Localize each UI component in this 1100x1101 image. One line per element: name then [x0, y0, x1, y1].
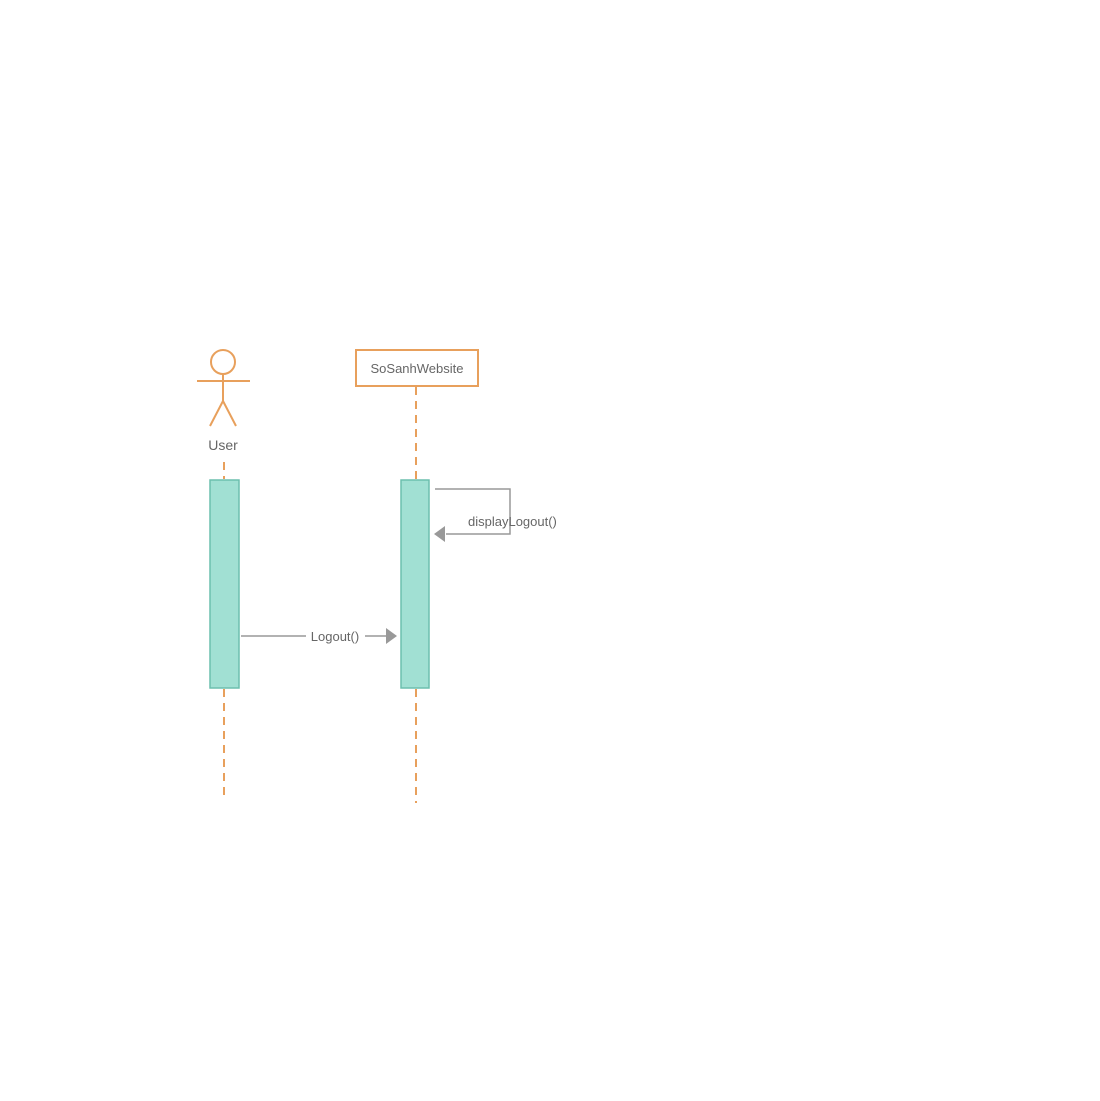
arrowhead-icon [434, 526, 445, 542]
arrowhead-icon [386, 628, 397, 644]
self-message-arrow [435, 488, 511, 535]
actor-user: User [197, 349, 250, 453]
activation-bar-sosanhwebsite [400, 479, 430, 689]
participant-sosanhwebsite: SoSanhWebsite [355, 349, 479, 387]
participant-box [355, 349, 479, 387]
message-logout-label: Logout() [311, 629, 359, 644]
participant-sosanhwebsite-label: SoSanhWebsite [371, 361, 464, 376]
actor-user-label: User [208, 437, 238, 453]
message-displaylogout-label: displayLogout() [468, 514, 557, 529]
activation-bar-user [209, 479, 240, 689]
stick-figure-icon [197, 349, 250, 427]
message-logout: Logout() [241, 628, 397, 644]
message-displaylogout: displayLogout() [434, 488, 557, 542]
